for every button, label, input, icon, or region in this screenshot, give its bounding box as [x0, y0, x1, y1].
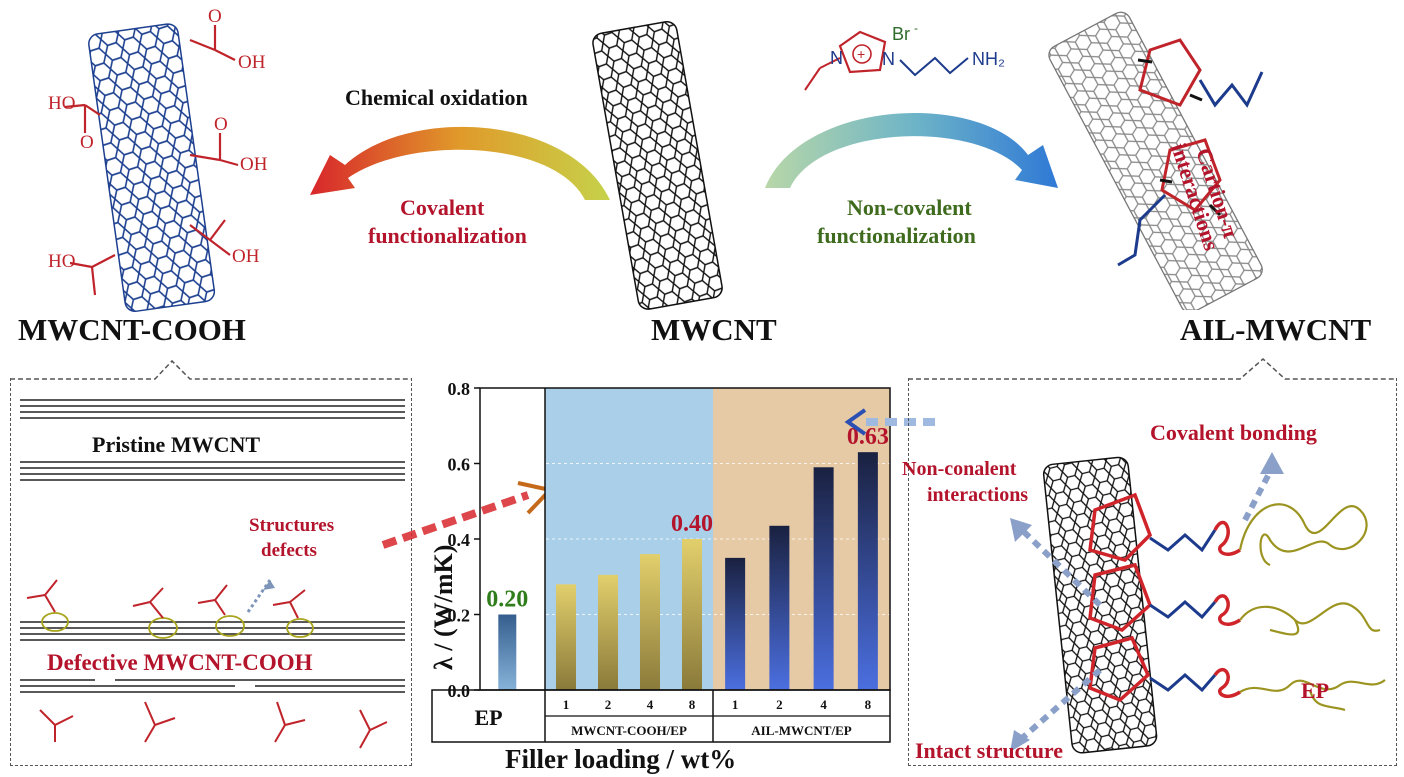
chemical-oxidation-label: Chemical oxidation	[345, 85, 528, 110]
graphene-layers	[20, 399, 405, 749]
x-tick-label: 1	[732, 697, 739, 712]
x-tick-label: 1	[563, 697, 570, 712]
defective-mwcnt-cooh-label: Defective MWCNT-COOH	[47, 650, 313, 675]
ail-mwcnt-label: AIL-MWCNT	[1180, 312, 1372, 347]
svg-text:+: +	[857, 46, 865, 62]
non-conalent-label: Non-conalent	[902, 458, 1017, 480]
bar	[640, 554, 660, 690]
group-label: AIL-MWCNT/EP	[751, 723, 851, 738]
oxidation-arrow	[310, 126, 610, 200]
intact-structure-label: Intact structure	[915, 738, 1064, 763]
group-label: EP	[474, 705, 502, 730]
epoxy-interface-illustration	[1010, 452, 1386, 754]
x-tick-label: 8	[689, 697, 696, 712]
bar	[682, 539, 702, 690]
data-label: 0.40	[671, 511, 713, 537]
br-label: Br	[892, 24, 910, 44]
mwcnt-illustration	[592, 21, 723, 310]
callout-left	[10, 359, 412, 380]
defects-label: defects	[261, 540, 317, 561]
covalent-bonding-label: Covalent bonding	[1150, 420, 1317, 445]
cooh-group-label: HO	[48, 93, 75, 114]
interactions-label-right: interactions	[927, 484, 1029, 506]
y-tick-label: 0.6	[448, 455, 471, 475]
cooh-group-label: OH	[240, 154, 268, 175]
bar	[725, 557, 746, 690]
bar	[769, 525, 790, 690]
x-tick-label: 4	[647, 697, 654, 712]
cooh-group-label: OH	[232, 246, 260, 267]
ail-molecule: + N N NH₂ Br -	[804, 21, 1005, 91]
noncovalent-functionalization-label: functionalization	[817, 223, 976, 248]
y-tick-label: 0.4	[448, 530, 471, 550]
data-label: 0.20	[486, 587, 528, 613]
mwcnt-cooh-illustration: O OH HO O O OH OH HO	[48, 6, 268, 313]
covalent-label: Covalent	[400, 195, 485, 220]
y-tick-label: 0.2	[448, 606, 471, 626]
noncovalent-arrow	[765, 112, 1058, 188]
y-tick-label: 0.0	[448, 681, 471, 701]
pristine-mwcnt-label: Pristine MWCNT	[92, 432, 261, 457]
y-axis-label: λ / (W/mK)	[430, 545, 458, 670]
structures-label: Structures	[249, 515, 335, 536]
bar	[857, 452, 878, 690]
callout-right	[908, 357, 1397, 380]
bar	[556, 584, 576, 690]
bar	[498, 614, 517, 690]
svg-text:N: N	[830, 48, 843, 68]
cooh-group-label: O	[80, 132, 94, 153]
functionalization-label: functionalization	[368, 223, 527, 248]
x-tick-label: 2	[605, 697, 612, 712]
svg-text:-: -	[914, 21, 918, 35]
cooh-group-label: HO	[48, 251, 75, 272]
mwcnt-cooh-label: MWCNT-COOH	[18, 312, 246, 347]
cooh-group-label: O	[214, 114, 228, 135]
bar	[813, 467, 834, 690]
y-tick-label: 0.8	[448, 379, 471, 399]
right-panel	[908, 378, 1397, 766]
ep-label: EP	[1301, 678, 1330, 703]
left-panel	[10, 378, 412, 766]
x-tick-label: 4	[820, 697, 827, 712]
mwcnt-label: MWCNT	[651, 312, 777, 347]
group-label: MWCNT-COOH/EP	[571, 723, 687, 738]
right-pointer-arrow	[844, 408, 935, 436]
ail-mwcnt-illustration	[1048, 11, 1264, 310]
nh2-label: NH₂	[972, 49, 1005, 69]
noncovalent-label: Non-covalent	[847, 195, 972, 220]
bar	[598, 574, 618, 690]
cooh-group-label: OH	[238, 52, 266, 73]
conductivity-chart: 0.00.20.40.60.8 0.200.400.63 EPMWCNT-COO…	[430, 379, 891, 774]
x-tick-label: 8	[865, 697, 872, 712]
cooh-group-label: O	[208, 6, 222, 27]
x-axis-label: Filler loading / wt%	[505, 744, 736, 774]
svg-text:N: N	[882, 49, 895, 69]
x-tick-label: 2	[776, 697, 783, 712]
